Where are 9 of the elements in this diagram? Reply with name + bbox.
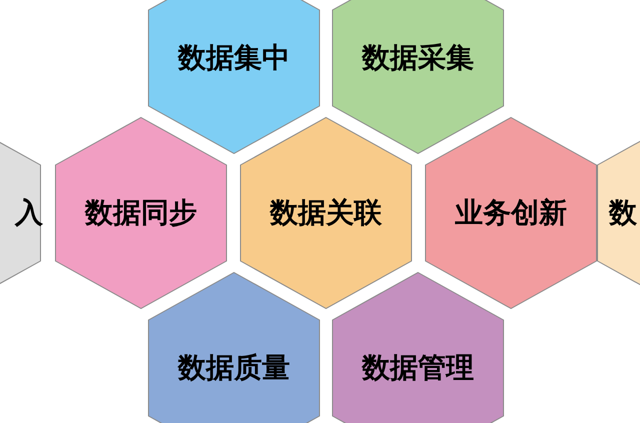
tile-label: 数据质量 [178, 350, 290, 386]
tile-label: 入 [15, 195, 43, 231]
tile-label: 数据采集 [362, 40, 474, 76]
tile-label: 数据同步 [85, 195, 197, 231]
tile-label: 业务创新 [455, 195, 567, 231]
tile-label: 数 [609, 195, 637, 231]
tile-label: 数据集中 [178, 40, 290, 76]
tile-label: 数据关联 [270, 195, 382, 231]
tile-label: 数据管理 [362, 350, 474, 386]
